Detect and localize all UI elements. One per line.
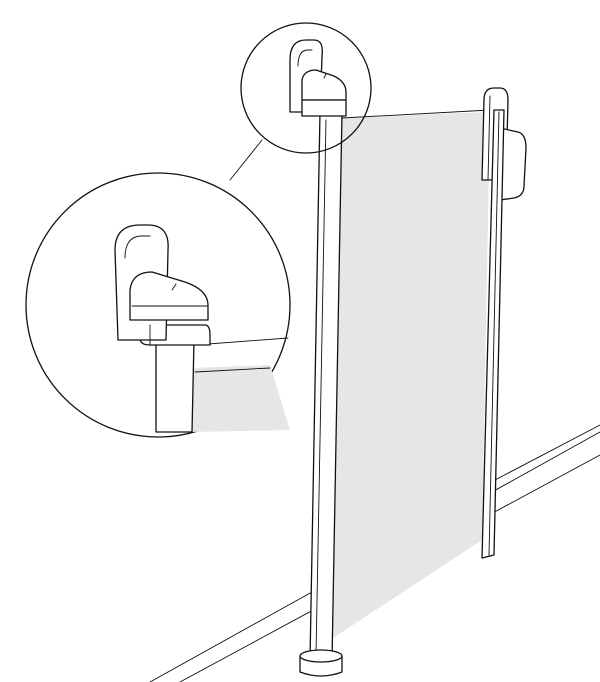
floor-cup [299, 649, 343, 677]
cassette-housing [481, 87, 527, 559]
mesh-top-edge [341, 109, 491, 119]
callout-circle-small [240, 22, 372, 154]
top-latch [289, 39, 347, 117]
callout-leaders [229, 139, 263, 181]
mesh-panel [330, 112, 490, 640]
magnified-latch-detail [114, 224, 290, 433]
callout-circle-large [25, 172, 291, 438]
